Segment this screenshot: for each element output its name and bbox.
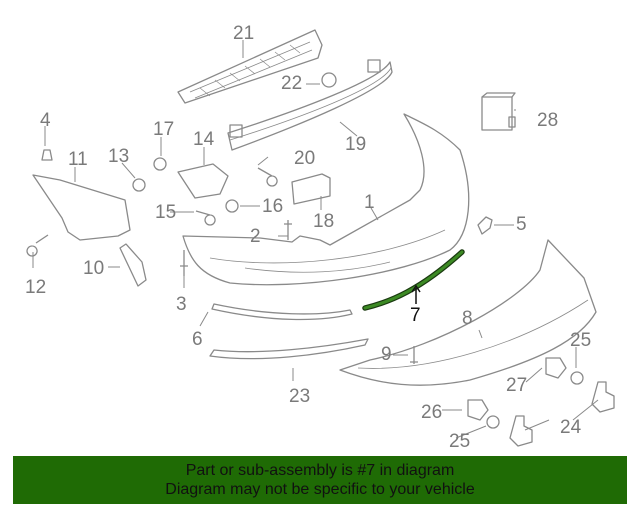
part-1-bumper-cover bbox=[182, 113, 470, 286]
part-23-grille bbox=[209, 338, 369, 360]
part-24-sensor-b bbox=[509, 415, 533, 447]
part-11-bracket bbox=[32, 174, 131, 241]
callout-25: 25 bbox=[570, 330, 592, 351]
callout-20: 20 bbox=[294, 148, 316, 169]
callout-16: 16 bbox=[262, 196, 284, 217]
part-19-reinforcement bbox=[227, 59, 393, 151]
callout-12: 12 bbox=[25, 277, 47, 298]
callout-22: 22 bbox=[281, 73, 303, 94]
callout-21: 21 bbox=[233, 23, 255, 44]
fitment-notice-banner: Part or sub-assembly is #7 in diagram Di… bbox=[13, 456, 627, 504]
part-10-cover bbox=[119, 243, 147, 287]
callout-25: 25 bbox=[449, 431, 471, 452]
callout-4: 4 bbox=[40, 110, 51, 131]
part-14-bracket bbox=[177, 163, 229, 199]
callout-3: 3 bbox=[176, 294, 187, 315]
part-6-strip bbox=[211, 303, 353, 321]
callout-6: 6 bbox=[192, 329, 203, 350]
part-21-absorber bbox=[177, 29, 323, 104]
callout-13: 13 bbox=[108, 146, 130, 167]
callout-7: 7 bbox=[410, 305, 421, 326]
part-27-holder bbox=[545, 357, 567, 379]
part-3-bolt bbox=[180, 250, 188, 276]
part-22-nut bbox=[321, 72, 337, 88]
callout-23: 23 bbox=[289, 386, 311, 407]
callout-24: 24 bbox=[560, 417, 582, 438]
leader-lines bbox=[32, 40, 599, 439]
part-12-screw bbox=[26, 234, 49, 257]
callout-8: 8 bbox=[462, 308, 473, 329]
callout-10: 10 bbox=[83, 258, 105, 279]
callout-17: 17 bbox=[153, 119, 175, 140]
part-16-nut bbox=[225, 199, 239, 213]
part-25-ring-b bbox=[486, 415, 500, 429]
part-7-highlighted-strip bbox=[362, 249, 465, 311]
part-25-ring-a bbox=[570, 371, 584, 385]
callout-28: 28 bbox=[537, 110, 559, 131]
banner-line-2: Diagram may not be specific to your vehi… bbox=[165, 481, 475, 498]
part-20-bolt bbox=[257, 167, 278, 187]
part-15-bolt bbox=[195, 210, 216, 226]
callout-2: 2 bbox=[250, 226, 261, 247]
callout-15: 15 bbox=[155, 202, 177, 223]
part-28-module bbox=[481, 92, 516, 131]
callout-26: 26 bbox=[421, 402, 443, 423]
part-2-bolt bbox=[284, 220, 292, 240]
banner-line-1: Part or sub-assembly is #7 in diagram bbox=[185, 462, 455, 479]
callout-1: 1 bbox=[364, 192, 375, 213]
part-9-bolt bbox=[410, 346, 418, 364]
part-4-clip bbox=[41, 149, 53, 161]
part-17-grommet bbox=[153, 157, 167, 171]
part-13-grommet bbox=[132, 178, 146, 192]
callout-14: 14 bbox=[193, 129, 215, 150]
callout-18: 18 bbox=[313, 211, 335, 232]
callout-19: 19 bbox=[345, 134, 367, 155]
callout-27: 27 bbox=[506, 375, 528, 396]
part-26-holder bbox=[467, 399, 489, 421]
callout-5: 5 bbox=[516, 214, 527, 235]
part-8-diffuser bbox=[339, 239, 597, 386]
part-24-sensor-a bbox=[591, 381, 615, 413]
part-18-block bbox=[291, 173, 331, 205]
callout-11: 11 bbox=[68, 149, 88, 170]
callout-9: 9 bbox=[381, 344, 392, 365]
parts-diagram bbox=[26, 29, 615, 447]
part-5-bracket bbox=[477, 216, 493, 235]
